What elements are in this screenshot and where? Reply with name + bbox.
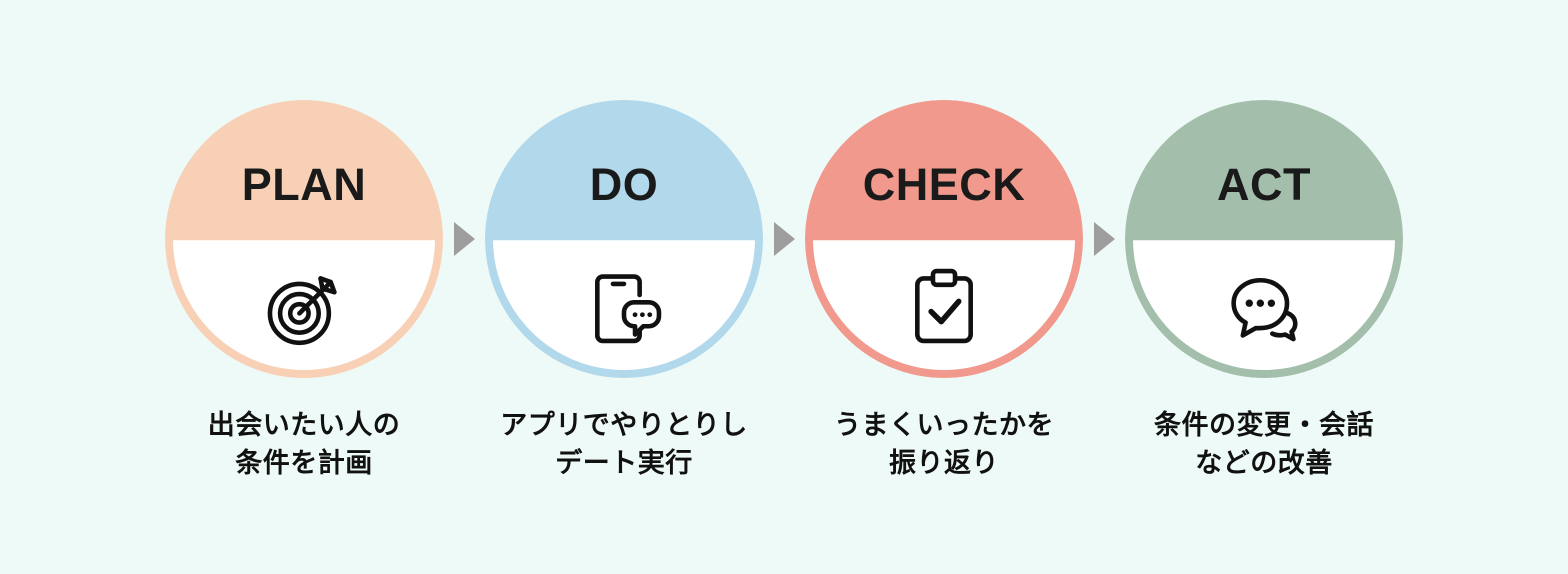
clipboard-check-icon — [898, 260, 990, 352]
caption-line-2: デート実行 — [555, 448, 693, 479]
stage-act: ACT 条件の変更・会話 などの改善 — [1123, 100, 1405, 483]
stage-label-plan: PLAN — [241, 159, 367, 210]
caption-line-1: 条件の変更・会話 — [1154, 410, 1374, 440]
triangle-right-icon — [453, 222, 475, 256]
arrow-check-to-act — [1085, 100, 1123, 378]
stage-circle-do: DO — [485, 100, 763, 378]
speech-bubbles-icon — [1218, 260, 1310, 352]
arrow-plan-to-do — [445, 100, 483, 378]
caption-line-1: 出会いたい人の — [207, 410, 401, 440]
stage-label-do: DO — [589, 159, 659, 210]
stage-circle-plan: PLAN — [165, 100, 443, 378]
caption-line-2: などの改善 — [1195, 448, 1333, 479]
stage-circle-act: ACT — [1125, 100, 1403, 378]
stage-plan: PLAN 出会いたい人の 条件を計画 — [163, 100, 445, 483]
stage-check: CHECK うまくいったかを 振り返り — [803, 100, 1085, 483]
target-arrow-icon — [258, 260, 350, 352]
triangle-right-icon — [1093, 222, 1115, 256]
stage-circle-check: CHECK — [805, 100, 1083, 378]
stage-caption-check: うまくいったかを 振り返り — [834, 406, 1054, 483]
caption-line-1: アプリでやりとりし — [500, 410, 748, 440]
stage-caption-act: 条件の変更・会話 などの改善 — [1154, 406, 1374, 483]
caption-line-1: うまくいったかを — [834, 410, 1054, 440]
stage-label-check: CHECK — [862, 159, 1026, 210]
stage-caption-plan: 出会いたい人の 条件を計画 — [208, 406, 401, 483]
stage-label-act: ACT — [1217, 159, 1311, 210]
stage-do: DO アプリでやりとりし デート実行 — [483, 100, 765, 483]
stage-caption-do: アプリでやりとりし デート実行 — [500, 406, 748, 483]
caption-line-2: 条件を計画 — [235, 448, 373, 479]
triangle-right-icon — [773, 222, 795, 256]
smartphone-chat-icon — [578, 260, 670, 352]
arrow-do-to-check — [765, 100, 803, 378]
caption-line-2: 振り返り — [889, 448, 999, 479]
